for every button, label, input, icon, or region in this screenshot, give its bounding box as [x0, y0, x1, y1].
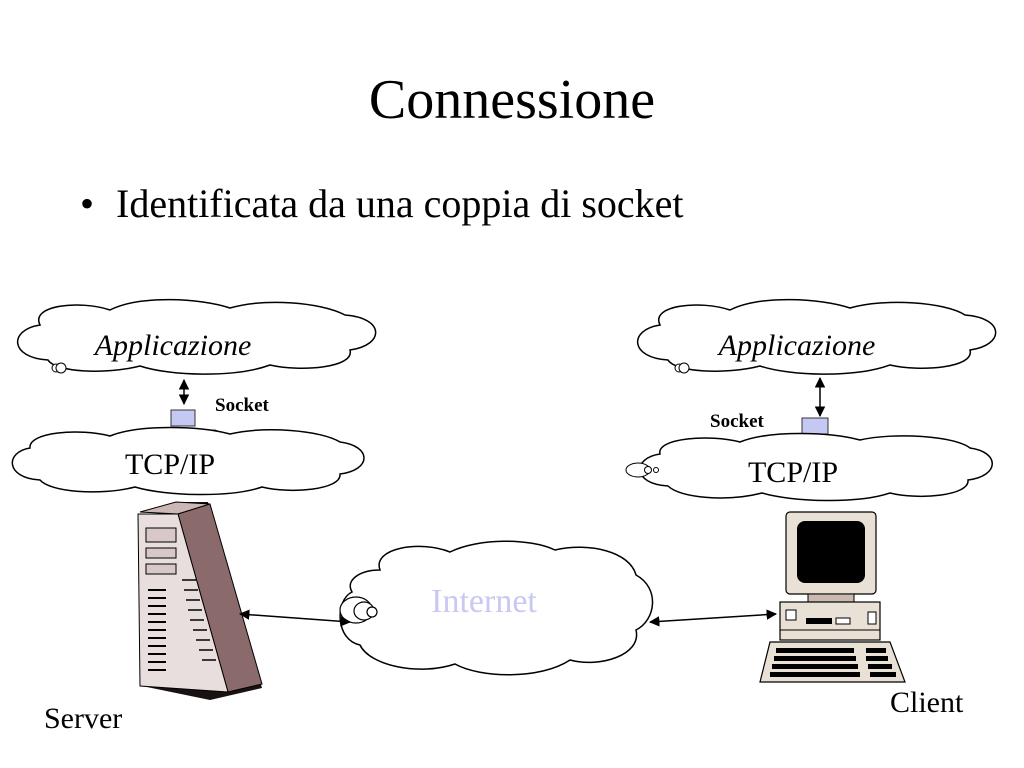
client-application-label: Applicazione — [717, 329, 876, 362]
server-tcpip-label: TCP/IP — [125, 448, 215, 481]
server-internet-arrow — [238, 609, 352, 627]
internet-client-arrow — [648, 609, 778, 627]
server-application-label: Applicazione — [93, 329, 252, 362]
server-tcpip-cloud: TCP/IP — [11, 426, 365, 496]
slide-title: Connessione — [368, 69, 656, 131]
desktop-computer-icon — [759, 511, 906, 683]
bullet-text: Identificata da una coppia di socket — [116, 181, 684, 226]
server-socket-label: Socket — [215, 395, 270, 416]
client-socket-label: Socket — [710, 411, 765, 432]
server-tower-icon — [137, 501, 263, 700]
bullet-item: • Identificata da una coppia di socket — [80, 184, 684, 224]
client-socket-box — [801, 417, 829, 435]
client-tcpip-label: TCP/IP — [748, 456, 838, 489]
server-socket-box — [170, 409, 196, 427]
server-label: Server — [44, 702, 122, 735]
client-tcpip-cloud: TCP/IP — [625, 432, 993, 502]
bullet-dot: • — [80, 181, 95, 226]
client-label: Client — [890, 686, 964, 719]
client-application-cloud: Applicazione — [637, 298, 997, 375]
server-application-cloud: Applicazione — [17, 298, 377, 375]
internet-cloud-icon: Internet — [339, 540, 654, 676]
internet-label: Internet — [431, 583, 537, 620]
